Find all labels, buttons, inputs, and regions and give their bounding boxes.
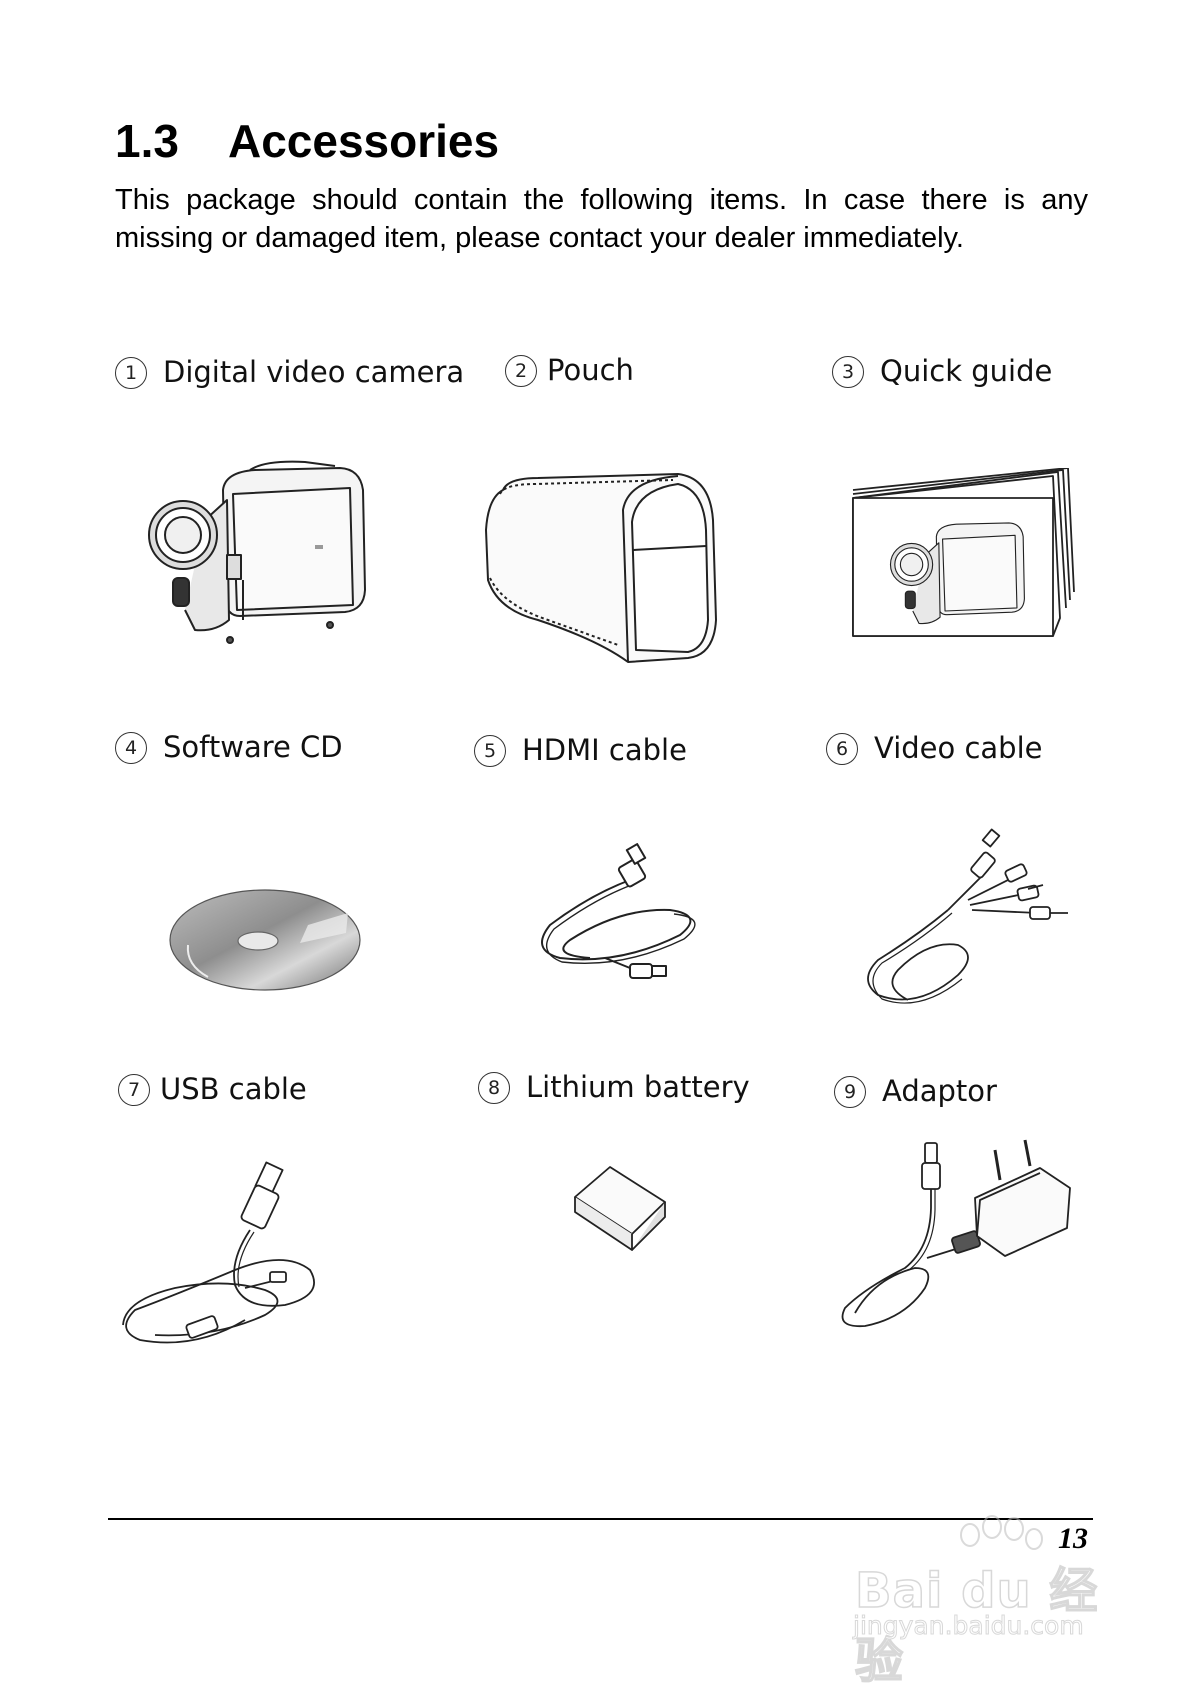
item-number-mark: 6: [826, 733, 858, 765]
item-label-lithium-battery: 8 Lithium battery: [478, 1070, 750, 1104]
item-label-video-cable: 6 Video cable: [826, 731, 1043, 765]
quick-guide-illustration: [848, 468, 1078, 643]
camcorder-illustration: [145, 460, 370, 650]
item-label-text: USB cable: [160, 1072, 307, 1106]
section-heading: 1.3 Accessories: [115, 112, 499, 170]
item-number-mark: 1: [115, 357, 147, 389]
pouch-illustration: [478, 470, 718, 665]
section-number: 1.3: [115, 115, 179, 167]
baidu-watermark: Bai du 经验 jingyan.baidu.com: [845, 1515, 1135, 1690]
footer-rule: [108, 1518, 1093, 1520]
usb-cable-illustration: [115, 1160, 345, 1350]
item-label-hdmi-cable: 5 HDMI cable: [474, 733, 687, 767]
item-label-text: Lithium battery: [526, 1070, 750, 1104]
item-number-mark: 2: [505, 355, 537, 387]
item-label-text: HDMI cable: [522, 733, 687, 767]
item-label-text: Software CD: [163, 730, 343, 764]
paw-icon: [960, 1515, 1043, 1550]
section-title: Accessories: [228, 115, 500, 167]
item-number-mark: 7: [118, 1074, 150, 1106]
item-label-text: Quick guide: [880, 354, 1053, 388]
video-cable-illustration: [858, 815, 1078, 1015]
item-number-mark: 5: [474, 735, 506, 767]
item-number-mark: 3: [832, 356, 864, 388]
item-label-digital-video-camera: 1 Digital video camera: [115, 355, 464, 389]
hdmi-cable-illustration: [530, 840, 705, 990]
item-label-quick-guide: 3 Quick guide: [832, 354, 1052, 388]
item-number-mark: 9: [834, 1076, 866, 1108]
item-label-usb-cable: 7 USB cable: [118, 1072, 307, 1106]
item-label-text: Pouch: [547, 353, 634, 387]
item-number-mark: 8: [478, 1072, 510, 1104]
battery-illustration: [570, 1162, 670, 1257]
item-label-pouch: 2 Pouch: [505, 353, 634, 387]
cd-illustration: [168, 885, 363, 995]
page-number: 13: [1058, 1522, 1088, 1555]
adaptor-illustration: [835, 1138, 1075, 1333]
intro-paragraph: This package should contain the followin…: [115, 184, 1088, 254]
item-label-text: Video cable: [874, 731, 1043, 765]
watermark-url: jingyan.baidu.com: [853, 1611, 1085, 1641]
item-label-adaptor: 9 Adaptor: [834, 1074, 997, 1108]
item-label-text: Adaptor: [882, 1074, 997, 1108]
item-label-software-cd: 4 Software CD: [115, 730, 343, 764]
item-label-text: Digital video camera: [163, 355, 465, 389]
item-number-mark: 4: [115, 732, 147, 764]
